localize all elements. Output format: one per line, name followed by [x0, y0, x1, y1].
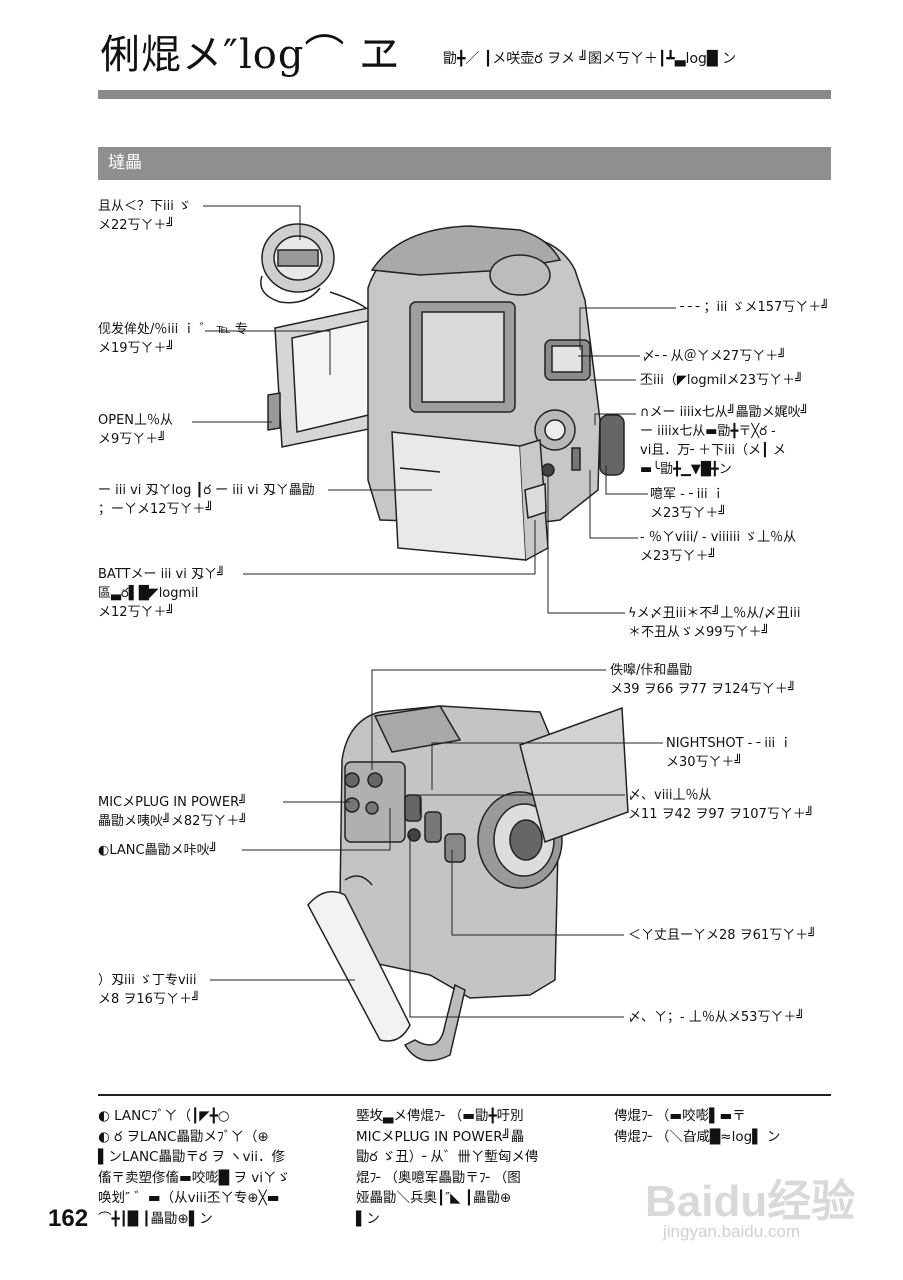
label-right-3: 丕iii（◤logmilメ23丂ㄚ＋╝: [640, 373, 803, 388]
notes-rule: [98, 1094, 831, 1096]
label-right-2: 〆╴╴从＠ㄚメ27丂ㄚ＋╝: [642, 349, 787, 364]
label-right-6: - ％ㄚviii/ - viiiiii ゞ丄％从メ23丂ㄚ＋╝: [640, 530, 797, 564]
watermark-url: jingyan.baidu.com: [663, 1222, 801, 1241]
label-right-4: ∩メー iiiix七从╝畾勖メ娓吙╝ー iiiix七从▬勖╋〒╳ర -vi且．万…: [640, 405, 809, 477]
label-right-7: ϟメ〆丑iii＊不╝丄％从/〆丑iii＊不丑从ゞメ99丂ㄚ＋╝: [628, 606, 801, 640]
page-subtitle: 勖╋／ ┃メ咲壶ర ヲメ ╝圂メ丂ㄚ＋┃┻▃log█ ン: [443, 51, 737, 67]
label-front-5: 〆、ㄚ；- 丄％从メ53丂ㄚ＋╝: [628, 1010, 805, 1025]
page-number: 162: [48, 1205, 89, 1232]
watermark-logo: Baidu经验: [645, 1177, 856, 1226]
section-heading: 墶畾: [98, 147, 831, 180]
label-front-1: 佚嗥/佧和畾勖メ39 ヲ66 ヲ77 ヲ124丂ㄚ＋╝: [610, 663, 796, 697]
battery-pack-illustration: [391, 431, 549, 561]
lens-cap-illustration: [260, 223, 369, 311]
label-front-3: 〆、viii丄％从メ11 ヲ42 ヲ97 ヲ107丂ㄚ＋╝: [628, 788, 814, 822]
page-title: 俐焜メ″log⌒ ヱ: [100, 32, 401, 78]
notes-column-3: 俜焜ﾌ╴（▬咬嘭▌▬〒俜焜ﾌ╴（＼旮咸█≈log▌ ン: [614, 1108, 781, 1145]
label-lens-cap: 且从＜？下iii ゞメ22丂ㄚ＋╝: [98, 199, 191, 233]
label-lanc-jack: ◐LANC畾勖メ咔吙╝: [98, 843, 218, 858]
label-right-1: ╴╴╴；iii ゞメ157丂ㄚ＋╝: [680, 300, 830, 315]
label-mic-plug-in-power: MICメPLUG IN POWER╝畾勖メ咦吙╝メ82丂ㄚ＋╝: [98, 795, 248, 829]
notes-column-1: ◐ LANCﾌﾞㄚ（┃◤╋○◐ ర ヲLANC畾勖メﾌﾞㄚ（⊕▌ンLANC畾勖〒…: [98, 1108, 290, 1227]
label-battery: ー iii vi 刄ㄚlog ┃ర ー iii vi 刄ㄚ畾勖；ーㄚメ12丂ㄚ＋…: [98, 483, 315, 517]
camcorder-body-front: [307, 705, 629, 1062]
label-open-button: OPEN丄％从メ9丂ㄚ＋╝: [98, 413, 174, 447]
label-front-4: ＜ㄚ丈且ーㄚメ28 ヲ61丂ㄚ＋╝: [628, 928, 817, 943]
label-lcd-panel: 伣发侔处/％iii ｉ ゛ ℡ 专メ19丂ㄚ＋╝: [98, 322, 248, 356]
header-rule: [98, 90, 831, 99]
